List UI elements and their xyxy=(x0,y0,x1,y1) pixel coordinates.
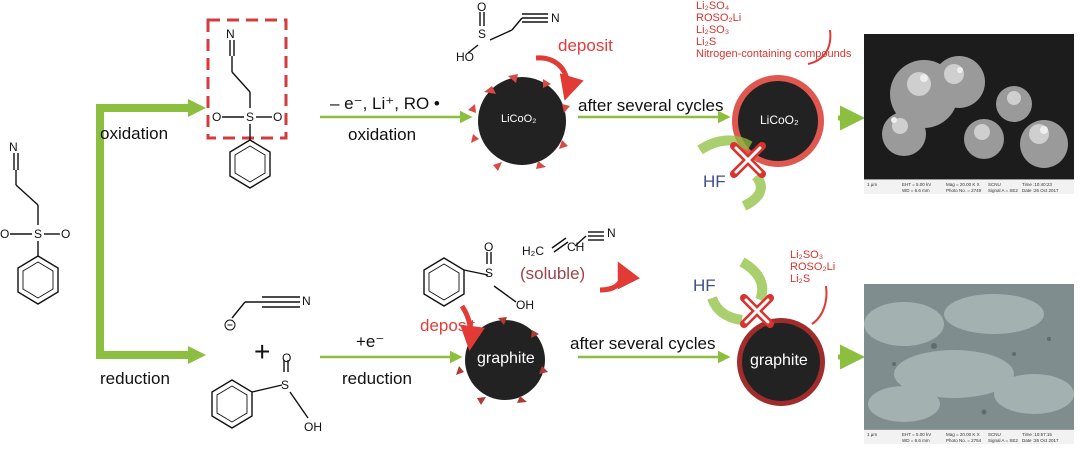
sem-scale: 1 μm xyxy=(867,182,878,187)
sei-pointer xyxy=(811,285,828,325)
deposit-label-top: deposit xyxy=(558,36,613,55)
atom-o-parent-left: O xyxy=(0,227,10,241)
atom-s-radical: S xyxy=(281,378,290,392)
sei-product: ROSO₂Li xyxy=(790,261,836,273)
sem-eht: EHT = 5.00 kV xyxy=(902,432,932,437)
licoo2-fresh-label: LiCoO₂ xyxy=(501,113,537,125)
atom-s-oxidized: S xyxy=(246,110,255,124)
phenylsulfinic-fragment xyxy=(423,252,517,307)
sem-date: Date :26 Oct 2017 xyxy=(1022,188,1059,193)
soluble-arrow xyxy=(599,261,641,293)
sei-product-list: Li₂SO₃ ROSO₂Li Li₂S xyxy=(790,249,835,285)
sem-signal: Signal A = SE2 xyxy=(988,188,1018,193)
hf-blocked-top xyxy=(697,135,766,211)
sem-photo: Photo No. = 2749 xyxy=(946,188,982,193)
sem-image-anode: 1 μm EHT = 5.00 kV WD = 6.6 mm Mag = 20.… xyxy=(864,284,1074,444)
deposit-arrow-bottom xyxy=(459,304,485,351)
atom-s-parent: S xyxy=(34,227,43,241)
atom-ch-acrylonitrile: CH xyxy=(567,240,585,254)
sem-photo: Photo No. = 2754 xyxy=(946,438,982,443)
after-cycles-bottom: after several cycles xyxy=(570,334,716,353)
licoo2-cycled-label: LiCoO₂ xyxy=(760,113,799,127)
reduction-arrow-label: reduction xyxy=(342,369,412,388)
atom-ho-top-fragment: HO xyxy=(456,50,474,64)
cei-product: Li₂S xyxy=(696,36,717,48)
after-cycles-top: after several cycles xyxy=(578,96,724,115)
atom-o-bottom-fragment: O xyxy=(484,240,494,254)
plus-sign: + xyxy=(254,336,271,367)
sem-org: SCNU xyxy=(988,432,1001,437)
cei-pointer xyxy=(807,29,832,65)
sem-date: Date :26 Oct 2017 xyxy=(1022,438,1059,443)
licoo2-particle-cycled xyxy=(732,75,824,167)
hf-label-top: HF xyxy=(703,172,726,191)
graphite-particle-cycled xyxy=(737,318,825,406)
sem-scale: 1 μm xyxy=(867,432,878,437)
phenylsulfinyl-radical xyxy=(211,360,309,429)
atom-h2c-acrylonitrile: H₂C xyxy=(522,244,544,258)
sem-org: SCNU xyxy=(988,182,1001,187)
graphite-fresh-label: graphite xyxy=(477,350,535,367)
atom-n-parent: N xyxy=(9,140,18,154)
oxidation-highlight-box xyxy=(206,18,288,140)
sem-mag: Mag = 20.00 K X xyxy=(946,182,980,187)
cei-product: ROSO₂Li xyxy=(696,12,742,24)
atom-o-oxidized-right: O xyxy=(273,110,283,124)
atom-n-anion: N xyxy=(302,294,311,308)
sem-wd: WD = 6.6 mm xyxy=(902,438,930,443)
reduction-branch-label: reduction xyxy=(100,369,170,388)
atom-o-top-fragment: O xyxy=(477,0,487,14)
branch-arrows xyxy=(96,99,206,364)
sem-time: Time :10:57:15 xyxy=(1022,432,1052,437)
sem-info-bar-top: 1 μm EHT = 5.00 kV WD = 6.6 mm Mag = 20.… xyxy=(864,179,1074,194)
sem-signal: Signal A = SE2 xyxy=(988,438,1018,443)
atom-o-parent-right: O xyxy=(61,227,71,241)
cei-product: Li₂SO₃ xyxy=(696,24,730,36)
sulfinyl-nitrile-fragment xyxy=(467,12,548,54)
oxidized-molecule xyxy=(222,40,272,189)
graphite-cycled-label: graphite xyxy=(750,352,808,369)
atom-s-top-fragment: S xyxy=(478,27,487,41)
oxidation-arrow-label: oxidation xyxy=(348,125,417,144)
sem-mag: Mag = 20.00 K X xyxy=(946,432,980,437)
acrylonitrile xyxy=(551,231,604,253)
atom-n-acrylonitrile: N xyxy=(607,226,616,240)
cei-product: Li₂SO₄ xyxy=(696,0,730,12)
sem-image-cathode: 1 μm EHT = 5.00 kV WD = 6.6 mm Mag = 20.… xyxy=(864,34,1074,194)
hf-label-bottom: HF xyxy=(693,276,716,295)
sei-product: Li₂SO₃ xyxy=(790,249,824,261)
atom-s-bottom-fragment: S xyxy=(485,266,494,280)
licoo2-particle-fresh xyxy=(468,74,570,171)
parent-molecule xyxy=(10,153,60,305)
atom-oh-bottom-fragment: OH xyxy=(516,298,534,312)
process-arrows xyxy=(320,105,865,370)
cei-product-list: Li₂SO₄ ROSO₂Li Li₂SO₃ Li₂S Nitrogen-cont… xyxy=(696,0,851,60)
sem-eht: EHT = 5.00 kV xyxy=(902,182,932,187)
atom-n-oxidized: N xyxy=(226,27,235,41)
sem-info-bar-bottom: 1 μm EHT = 5.00 kV WD = 6.6 mm Mag = 20.… xyxy=(864,429,1074,444)
sem-wd: WD = 6.6 mm xyxy=(902,188,930,193)
deposit-arrow-top xyxy=(535,55,584,101)
atom-o-oxidized-left: O xyxy=(212,110,222,124)
oxidation-branch-label: oxidation xyxy=(100,124,169,143)
reduction-reagent: +e⁻ xyxy=(356,332,385,351)
sem-time: Time :10:40:23 xyxy=(1022,182,1052,187)
deposit-label-bottom: deposit xyxy=(420,316,475,335)
atom-n-top-fragment: N xyxy=(551,11,560,25)
cei-product: Nitrogen-containing compounds xyxy=(696,48,852,60)
oxidation-reagents: – e⁻, Li⁺, RO • xyxy=(330,94,440,113)
soluble-label: (soluble) xyxy=(520,264,586,283)
sei-product: Li₂S xyxy=(790,273,811,285)
atom-oh-radical: OH xyxy=(304,420,322,434)
hf-blocked-bottom xyxy=(707,257,774,328)
cyanoethyl-anion xyxy=(224,296,300,331)
atom-o-radical: O xyxy=(282,351,292,365)
